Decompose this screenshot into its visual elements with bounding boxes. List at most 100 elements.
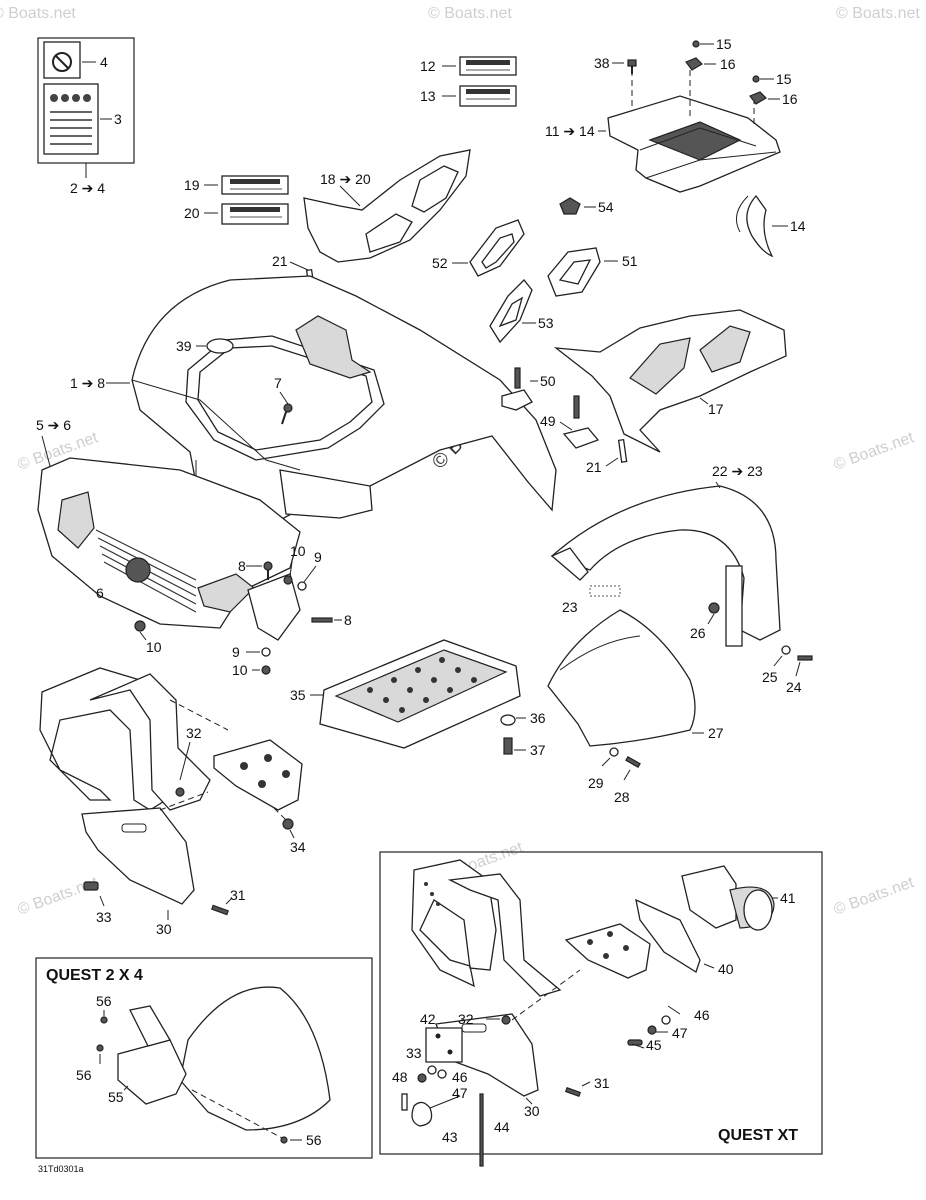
washer-10-left: [134, 620, 147, 641]
bezel-53: [489, 279, 536, 344]
callout-21-top: 21: [272, 253, 288, 269]
callout-21-lower: 21: [586, 459, 602, 475]
callout-23: 23: [562, 599, 578, 615]
callout-46-xt-left: 46: [452, 1069, 468, 1085]
callout-31-main: 31: [230, 887, 246, 903]
callout-49: 49: [540, 413, 556, 429]
decal-19: [204, 175, 289, 195]
callout-32-main: 32: [186, 725, 202, 741]
callout-8-right: 8: [344, 612, 352, 628]
callout-10-left: 10: [146, 639, 162, 655]
nut-9-bottom: [246, 647, 271, 657]
callout-15-right: 15: [776, 71, 792, 87]
callout-48: 48: [392, 1069, 408, 1085]
callout-24: 24: [786, 679, 802, 695]
callout-35: 35: [290, 687, 306, 703]
callout-27: 27: [708, 725, 724, 741]
rear-fender: [550, 481, 781, 647]
callout-2-4: 2 ➔ 4: [70, 180, 105, 196]
nut-16-top: [685, 57, 716, 71]
callout-29: 29: [588, 775, 604, 791]
watermark-low-left: © Boats.net: [16, 874, 101, 919]
bezel-51: [547, 247, 618, 297]
left-side-panel: [303, 149, 471, 263]
grommet-36: [500, 714, 526, 726]
callout-16-right: 16: [782, 91, 798, 107]
callout-5-6: 5 ➔ 6: [36, 417, 71, 433]
decal-13: [442, 85, 517, 107]
callout-7: 7: [274, 375, 282, 391]
callout-32-xt: 32: [458, 1011, 474, 1027]
callout-12: 12: [420, 58, 436, 74]
bezel-52: [452, 219, 525, 277]
callout-4: 4: [100, 54, 108, 70]
washer-26: [707, 602, 720, 625]
callout-10-top: 10: [290, 543, 306, 559]
screw-15-top: [692, 40, 714, 48]
front-body-panel: [106, 275, 557, 537]
washer-10-bottom: [252, 665, 271, 675]
callout-44: 44: [494, 1119, 510, 1135]
callout-33-xt: 33: [406, 1045, 422, 1061]
screw-15-right: [752, 75, 774, 83]
callout-54: 54: [598, 199, 614, 215]
callout-30-xt: 30: [524, 1103, 540, 1119]
rear-bracket-14: [598, 60, 781, 193]
callout-9-bottom: 9: [232, 644, 240, 660]
screw-31-main: [211, 897, 233, 916]
callout-9-top: 9: [314, 549, 322, 565]
callout-34: 34: [290, 839, 306, 855]
callout-46-xt-right: 46: [694, 1007, 710, 1023]
screw-38: [612, 59, 637, 74]
callout-38: 38: [594, 55, 610, 71]
bolt-49: [559, 395, 600, 449]
screw-8-right: [311, 617, 342, 623]
callout-33-main: 33: [96, 909, 112, 925]
watermark-top-left: © Boats.net: [0, 5, 76, 22]
callout-10-bottom: 10: [232, 662, 248, 678]
screw-7: [279, 391, 293, 425]
cap-39: [196, 338, 234, 354]
callout-20: 20: [184, 205, 200, 221]
callout-13: 13: [420, 88, 436, 104]
decal-group-2-4: [37, 37, 135, 178]
callout-28: 28: [614, 789, 630, 805]
watermark-top-center: © Boats.net: [428, 5, 512, 22]
callout-47-xt-right: 47: [672, 1025, 688, 1041]
callout-36: 36: [530, 710, 546, 726]
screw-24: [795, 655, 813, 677]
nut-9-top: [297, 565, 317, 591]
bumper-bracket-32: [175, 739, 303, 811]
callout-42: 42: [420, 1011, 436, 1027]
callout-41: 41: [780, 890, 796, 906]
callout-18-20: 18 ➔ 20: [320, 171, 371, 187]
skid-plate-35: [310, 639, 521, 749]
skid-guard-30: [81, 791, 209, 920]
washer-29: [601, 747, 619, 767]
screw-28: [623, 755, 641, 781]
flap-14: [735, 194, 788, 258]
callout-6: 6: [96, 585, 104, 601]
washer-10-top: [283, 561, 293, 585]
callout-8-top: 8: [238, 558, 246, 574]
nut-16-right: [749, 91, 780, 105]
screw-33-main: [83, 881, 105, 907]
bracket-50: [501, 367, 538, 411]
pin-21-lower: [605, 438, 628, 467]
callout-3: 3: [114, 111, 122, 127]
front-bumper-main: [39, 667, 229, 811]
callout-19: 19: [184, 177, 200, 193]
callout-40: 40: [718, 961, 734, 977]
callout-56-bottom: 56: [306, 1132, 322, 1148]
callout-56-top: 56: [96, 993, 112, 1009]
watermark-low-right: © Boats.net: [832, 874, 917, 919]
callout-56-left: 56: [76, 1067, 92, 1083]
washer-25: [773, 645, 791, 667]
callout-53: 53: [538, 315, 554, 331]
screw-8-top: [246, 561, 273, 580]
quest-2x4-inset: [35, 957, 373, 1159]
watermark-mid-right: © Boats.net: [832, 429, 917, 474]
quest-xt-inset: [379, 851, 823, 1167]
decal-20: [204, 203, 289, 225]
